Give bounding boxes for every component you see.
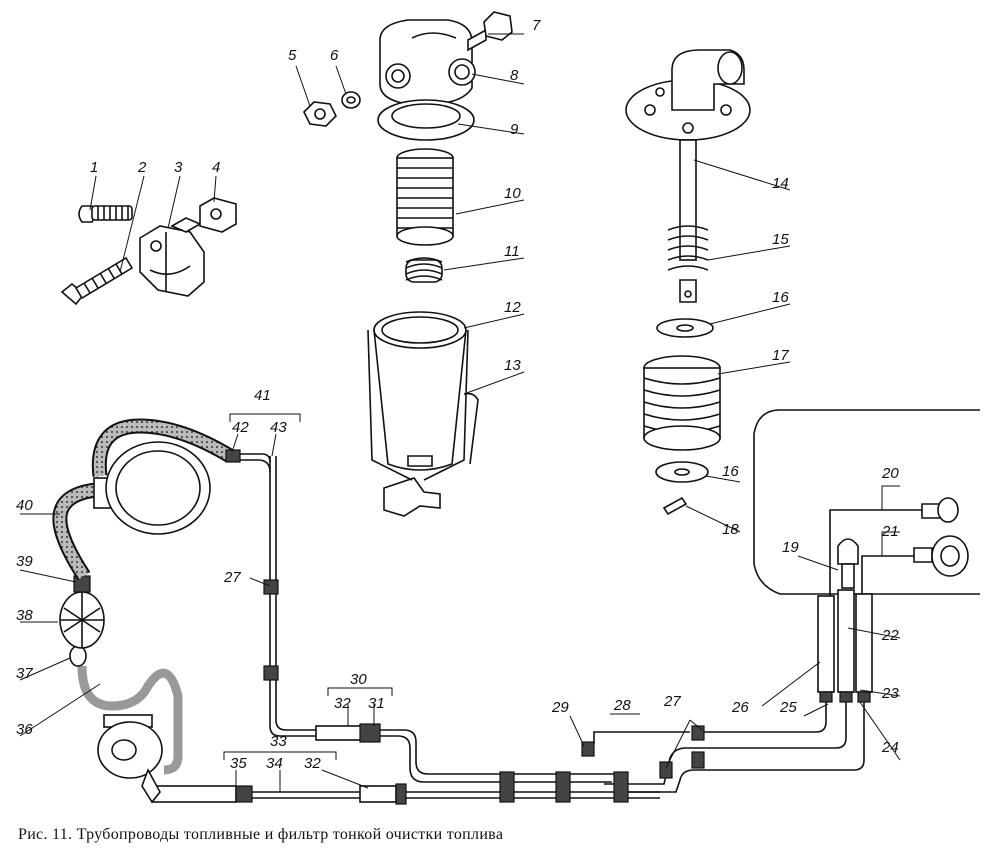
fitting-part-29 <box>581 741 595 757</box>
clamp-part-3 <box>139 217 205 297</box>
callout-17: 17 <box>772 347 789 364</box>
hose-assembly-part-33 <box>151 783 407 805</box>
callout-37: 37 <box>16 665 33 682</box>
leader-lines <box>19 33 901 792</box>
pipe-couplings-part-27 <box>263 579 705 803</box>
washer-part-6 <box>341 91 361 109</box>
callout-30: 30 <box>350 671 367 688</box>
hose-part-40 <box>52 482 98 581</box>
washer-part-16a <box>656 318 714 338</box>
callout-36: 36 <box>16 721 33 738</box>
hose-part-42 <box>91 418 241 477</box>
callout-38: 38 <box>16 607 33 624</box>
callout-27a: 27 <box>663 693 681 710</box>
callout-21: 21 <box>881 523 899 540</box>
callout-31: 31 <box>368 695 385 712</box>
fuel-pump-body <box>97 714 163 804</box>
nut-part-5 <box>303 101 337 127</box>
callout-28: 28 <box>613 697 631 714</box>
callout-12: 12 <box>504 299 521 316</box>
filter-head-part-8 <box>379 19 476 105</box>
screw-part-1 <box>78 205 133 223</box>
callout-13: 13 <box>504 357 521 374</box>
bracket-30 <box>327 687 393 696</box>
callout-9: 9 <box>510 121 519 138</box>
callout-26: 26 <box>731 699 749 716</box>
filter-bowl-part-12 <box>373 311 467 517</box>
callout-23: 23 <box>881 685 899 702</box>
figure-caption: Рис. 11. Трубопроводы топливные и фильтр… <box>18 826 504 843</box>
callout-29: 29 <box>551 699 569 716</box>
spring-part-11 <box>405 257 443 283</box>
callout-25: 25 <box>779 699 797 716</box>
pipe-part-20 <box>829 497 959 596</box>
screw-part-2 <box>60 256 134 306</box>
callout-34: 34 <box>266 755 283 772</box>
callout-32b: 32 <box>304 755 321 772</box>
callout-14: 14 <box>772 175 789 192</box>
callout-4: 4 <box>212 159 220 176</box>
tank-outline <box>753 409 980 595</box>
callout-labels: 1 2 3 4 5 6 7 8 9 10 11 12 13 14 15 16 1… <box>16 17 899 772</box>
callout-27b: 27 <box>223 569 241 586</box>
callout-7: 7 <box>532 17 541 34</box>
fittings-part-25 <box>819 691 871 703</box>
filter-part-23 <box>855 593 873 693</box>
main-fuel-pipes <box>252 456 660 799</box>
callout-40: 40 <box>16 497 33 514</box>
callout-15: 15 <box>772 231 789 248</box>
fuel-line-part-28 <box>593 731 690 744</box>
callout-39: 39 <box>16 553 33 570</box>
callout-1: 1 <box>90 159 98 176</box>
callout-8: 8 <box>510 67 519 84</box>
callout-3: 3 <box>174 159 183 176</box>
callout-35: 35 <box>230 755 247 772</box>
filter-bulb-part-38 <box>59 591 105 649</box>
valve-part-19 <box>837 538 859 589</box>
hose-assembly-part-30 <box>315 723 381 743</box>
callout-24: 24 <box>881 739 899 756</box>
tank-flange-part-14 <box>625 49 751 261</box>
bracket-33 <box>223 751 337 760</box>
strainer-part-17 <box>643 355 721 451</box>
callout-42: 42 <box>232 419 249 436</box>
callout-11: 11 <box>504 243 520 260</box>
callout-33: 33 <box>270 733 287 750</box>
pin-part-18 <box>662 496 688 516</box>
pipe-part-43 <box>240 453 271 473</box>
callout-16a: 16 <box>772 289 789 306</box>
bracket-41 <box>229 413 301 422</box>
callout-32a: 32 <box>334 695 351 712</box>
callout-6: 6 <box>330 47 339 64</box>
callout-41: 41 <box>254 387 271 404</box>
pipe-part-21 <box>861 535 969 596</box>
callout-5: 5 <box>288 47 297 64</box>
callout-19: 19 <box>782 539 799 556</box>
hose-part-36 <box>77 665 183 775</box>
nut-part-4 <box>199 197 237 233</box>
callout-43: 43 <box>270 419 287 436</box>
callout-22: 22 <box>881 627 899 644</box>
callout-18: 18 <box>722 521 739 538</box>
filter-part-22 <box>837 589 855 693</box>
fitting-part-37 <box>69 645 87 667</box>
callout-10: 10 <box>504 185 521 202</box>
washer-part-16b <box>655 461 709 483</box>
callout-20: 20 <box>881 465 899 482</box>
gasket-part-9 <box>377 99 475 141</box>
filter-element-part-10 <box>396 148 454 246</box>
callout-2: 2 <box>137 159 147 176</box>
fuel-line-part-24 <box>604 702 865 793</box>
fuel-tank-ring <box>93 441 211 535</box>
fitting-part-39 <box>73 575 91 593</box>
callout-16b: 16 <box>722 463 739 480</box>
bolt-part-7 <box>467 11 513 52</box>
filter-part-26 <box>817 595 835 693</box>
spring-part-15 <box>667 225 709 303</box>
